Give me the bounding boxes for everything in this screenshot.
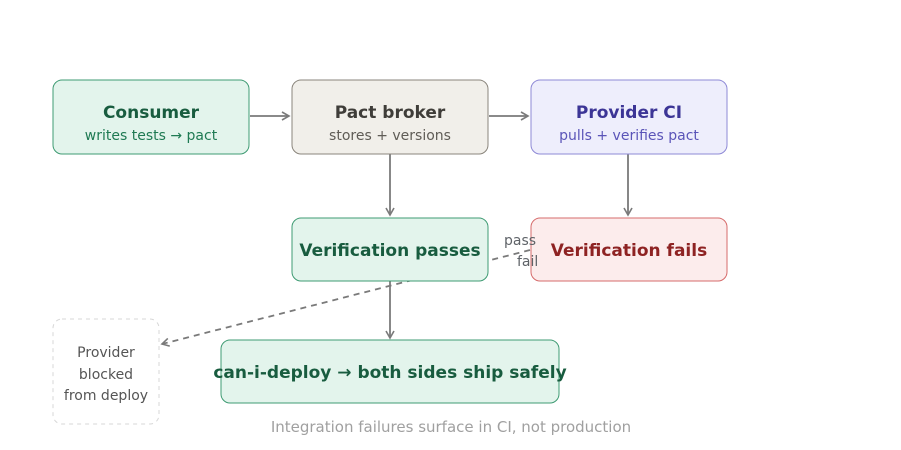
- pact-broker-subtitle: stores + versions: [329, 128, 451, 144]
- edge-fails-to-provider-blocked: [160, 249, 531, 347]
- consumer-subtitle: writes tests → pact: [85, 128, 218, 144]
- provider-blocked-line-3: from deploy: [64, 388, 148, 404]
- consumer-title: Consumer: [103, 103, 200, 123]
- edges: [160, 111, 633, 347]
- verification-passes-title: Verification passes: [299, 241, 480, 261]
- can-i-deploy-box: [220, 339, 560, 404]
- can-i-deploy-node: can-i-deploy → both sides ship safely: [213, 339, 567, 404]
- pact-broker-title: Pact broker: [335, 103, 446, 123]
- provider-ci-node: Provider CI pulls + verifies pact: [530, 79, 728, 155]
- provider-ci-title: Provider CI: [576, 103, 682, 123]
- pass-label: pass: [504, 233, 536, 249]
- can-i-deploy-title: can-i-deploy → both sides ship safely: [213, 363, 566, 383]
- provider-blocked-node: Provider blocked from deploy: [52, 318, 160, 425]
- verification-fails-title: Verification fails: [551, 241, 707, 261]
- provider-ci-subtitle: pulls + verifies pact: [559, 128, 699, 144]
- provider-ci-box: [530, 79, 728, 155]
- provider-blocked-box: [52, 318, 160, 425]
- provider-blocked-line-1: Provider: [77, 345, 135, 361]
- consumer-box: [52, 79, 250, 155]
- verification-fails-node: Verification fails: [530, 217, 728, 282]
- fail-label: fail: [517, 254, 538, 270]
- consumer-node: Consumer writes tests → pact: [52, 79, 250, 155]
- verification-passes-node: Verification passes: [291, 217, 489, 282]
- provider-blocked-line-2: blocked: [79, 367, 133, 383]
- pact-broker-box: [291, 79, 489, 155]
- diagram-caption: Integration failures surface in CI, not …: [271, 418, 631, 436]
- verification-fails-box: [530, 217, 728, 282]
- pact-broker-node: Pact broker stores + versions: [291, 79, 489, 155]
- verification-passes-box: [291, 217, 489, 282]
